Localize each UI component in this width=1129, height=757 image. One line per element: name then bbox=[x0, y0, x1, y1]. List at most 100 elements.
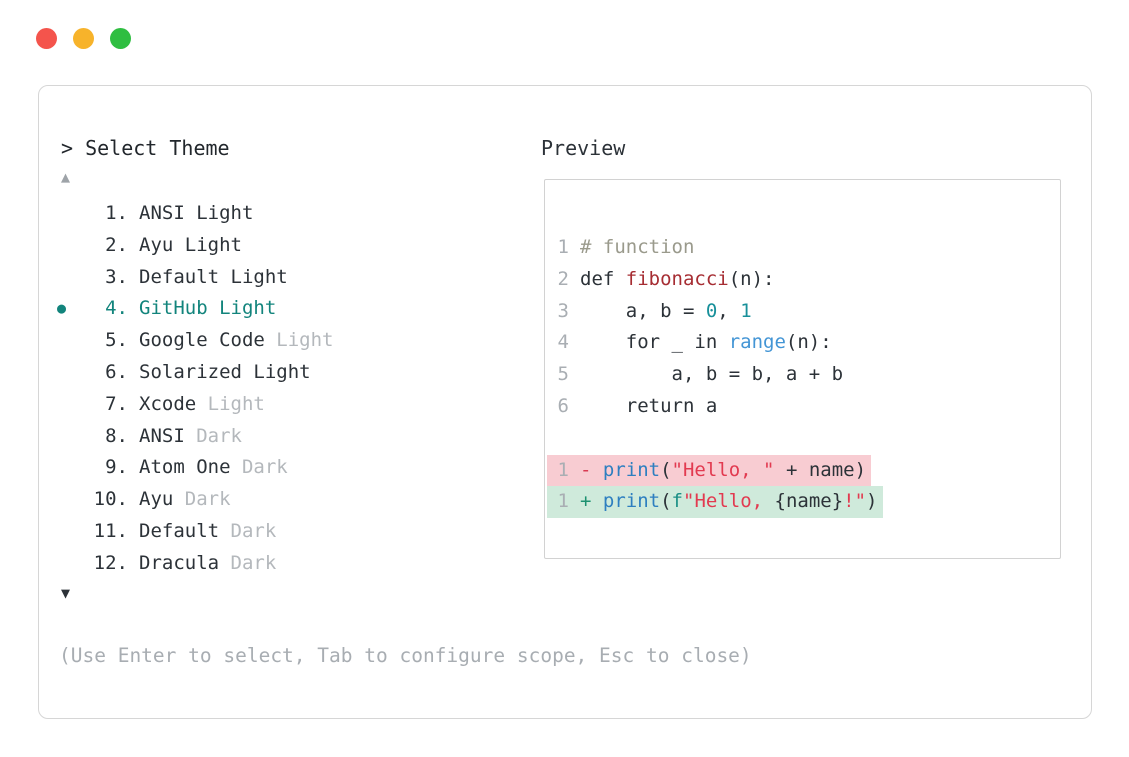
bullet-slot bbox=[57, 198, 93, 230]
theme-option-solarized-light[interactable]: 6. Solarized Light bbox=[57, 357, 333, 389]
token-fstring-prefix: f bbox=[671, 490, 683, 513]
token-plain: (n): bbox=[728, 267, 775, 290]
token-string: "Hello, " bbox=[671, 458, 775, 481]
code-line: 3 a, b = 0, 1 bbox=[557, 296, 1060, 328]
theme-name: Ayu Light bbox=[139, 233, 242, 256]
theme-name: ANSI Light bbox=[139, 202, 254, 224]
theme-name: Solarized Light bbox=[139, 360, 311, 383]
window-controls bbox=[36, 28, 131, 49]
bullet-slot bbox=[57, 262, 93, 294]
theme-number: 1. bbox=[105, 202, 128, 224]
theme-name: Atom One bbox=[139, 456, 242, 479]
theme-number: 10. bbox=[93, 488, 128, 511]
theme-variant: Dark bbox=[230, 551, 277, 574]
theme-option-atom-one-dark[interactable]: 9. Atom One Dark bbox=[57, 452, 333, 484]
line-number: 1 bbox=[557, 490, 569, 513]
token-plain: for _ in bbox=[580, 331, 729, 354]
line-number: 1 bbox=[557, 458, 569, 481]
line-number: 1 bbox=[557, 236, 569, 258]
token-interpolation: {name} bbox=[774, 490, 844, 513]
minimize-button[interactable] bbox=[73, 28, 94, 49]
token-plain: (n): bbox=[785, 331, 832, 354]
theme-number: 3. bbox=[105, 265, 128, 288]
code-line: 5 a, b = b, a + b bbox=[557, 359, 1060, 391]
token-plain: ) bbox=[866, 490, 878, 513]
token-plain: ( bbox=[660, 490, 672, 513]
selected-bullet-icon: ● bbox=[57, 299, 67, 318]
bullet-slot bbox=[57, 421, 93, 453]
theme-name: Ayu bbox=[139, 488, 185, 511]
prompt-label: Select Theme bbox=[85, 136, 230, 160]
theme-option-ansi-light[interactable]: 1. ANSI Light bbox=[57, 198, 333, 230]
theme-name: Google Code bbox=[139, 329, 277, 352]
theme-option-ayu-light[interactable]: 2. Ayu Light bbox=[57, 230, 333, 262]
theme-option-ayu-dark[interactable]: 10.Ayu Dark bbox=[57, 484, 333, 516]
theme-number: 11. bbox=[93, 519, 128, 542]
code-line-blank bbox=[557, 423, 1060, 455]
bullet-slot bbox=[57, 548, 93, 580]
zoom-button[interactable] bbox=[110, 28, 131, 49]
code-line: 4 for _ in range(n): bbox=[557, 327, 1060, 359]
token-plain: return a bbox=[580, 394, 718, 417]
theme-picker-window: > Select Theme ▲ 1. ANSI Light 2. Ayu Ligh… bbox=[38, 85, 1092, 719]
theme-variant: Light bbox=[276, 329, 334, 352]
theme-number: 12. bbox=[93, 551, 128, 574]
theme-number: 2. bbox=[105, 233, 128, 256]
theme-variant: Light bbox=[207, 392, 265, 415]
token-call: print bbox=[602, 458, 661, 481]
theme-number: 6. bbox=[105, 360, 128, 383]
theme-option-xcode-light[interactable]: 7.Xcode Light bbox=[57, 389, 333, 421]
token-number-literal: 1 bbox=[740, 299, 752, 322]
token-call: print bbox=[602, 490, 661, 513]
theme-option-default-dark[interactable]: 11. Default Dark bbox=[57, 516, 333, 548]
theme-option-default-light[interactable]: 3. Default Light bbox=[57, 262, 333, 294]
bullet-slot bbox=[57, 389, 93, 421]
theme-name: Xcode bbox=[139, 392, 208, 415]
line-number: 5 bbox=[557, 363, 569, 386]
theme-option-dracula-dark[interactable]: 12. Dracula Dark bbox=[57, 548, 333, 580]
token-plain: + name) bbox=[774, 458, 867, 481]
bullet-slot bbox=[57, 230, 93, 262]
scroll-down-icon[interactable]: ▼ bbox=[61, 584, 71, 602]
bullet-slot bbox=[57, 452, 93, 484]
theme-variant: Dark bbox=[230, 519, 277, 542]
theme-name: Default Light bbox=[139, 265, 288, 288]
token-string: "Hello, bbox=[683, 490, 775, 513]
theme-name: GitHub Light bbox=[139, 297, 277, 320]
token-plain: ( bbox=[660, 458, 672, 481]
theme-option-google-code-light[interactable]: 5. Google Code Light bbox=[57, 325, 333, 357]
diff-plus-sign: + bbox=[580, 490, 603, 513]
token-comment: # function bbox=[580, 236, 695, 258]
keyboard-hint: (Use Enter to select, Tab to configure s… bbox=[59, 644, 752, 667]
diff-added-line: 1 + print(f"Hello, {name}!") bbox=[547, 486, 883, 519]
close-button[interactable] bbox=[36, 28, 57, 49]
theme-name: Dracula bbox=[139, 551, 231, 574]
line-number: 2 bbox=[557, 267, 569, 290]
bullet-slot bbox=[57, 516, 93, 548]
token-builtin: range bbox=[728, 331, 786, 354]
theme-number: 4. bbox=[105, 297, 128, 320]
bullet-slot bbox=[57, 357, 93, 389]
bullet-slot bbox=[57, 484, 93, 516]
theme-option-ansi-dark[interactable]: 8.ANSI Dark bbox=[57, 421, 333, 453]
theme-option-github-light-selected[interactable]: ● 4. GitHub Light bbox=[57, 293, 333, 325]
code-line: 6 return a bbox=[557, 391, 1060, 423]
scroll-up-icon[interactable]: ▲ bbox=[61, 168, 71, 186]
token-plain: a, b = b, a + b bbox=[580, 363, 844, 386]
token-function-name: fibonacci bbox=[625, 267, 729, 290]
theme-list: 1. ANSI Light 2. Ayu Light 3. Default Light… bbox=[57, 198, 333, 580]
theme-number: 8. bbox=[105, 424, 128, 447]
theme-number: 9. bbox=[105, 456, 128, 479]
theme-number: 5. bbox=[105, 329, 128, 352]
theme-name: Default bbox=[139, 519, 231, 542]
token-plain: a, b = bbox=[580, 299, 706, 322]
token-string: !" bbox=[843, 490, 867, 513]
line-number: 3 bbox=[557, 299, 569, 322]
diff-minus-sign: - bbox=[580, 458, 603, 481]
prompt-caret-icon: > bbox=[61, 136, 86, 160]
line-number: 4 bbox=[557, 331, 569, 354]
theme-variant: Dark bbox=[241, 456, 288, 479]
bullet-slot bbox=[57, 325, 93, 357]
diff-removed-line: 1- print("Hello, " + name) bbox=[547, 454, 872, 487]
